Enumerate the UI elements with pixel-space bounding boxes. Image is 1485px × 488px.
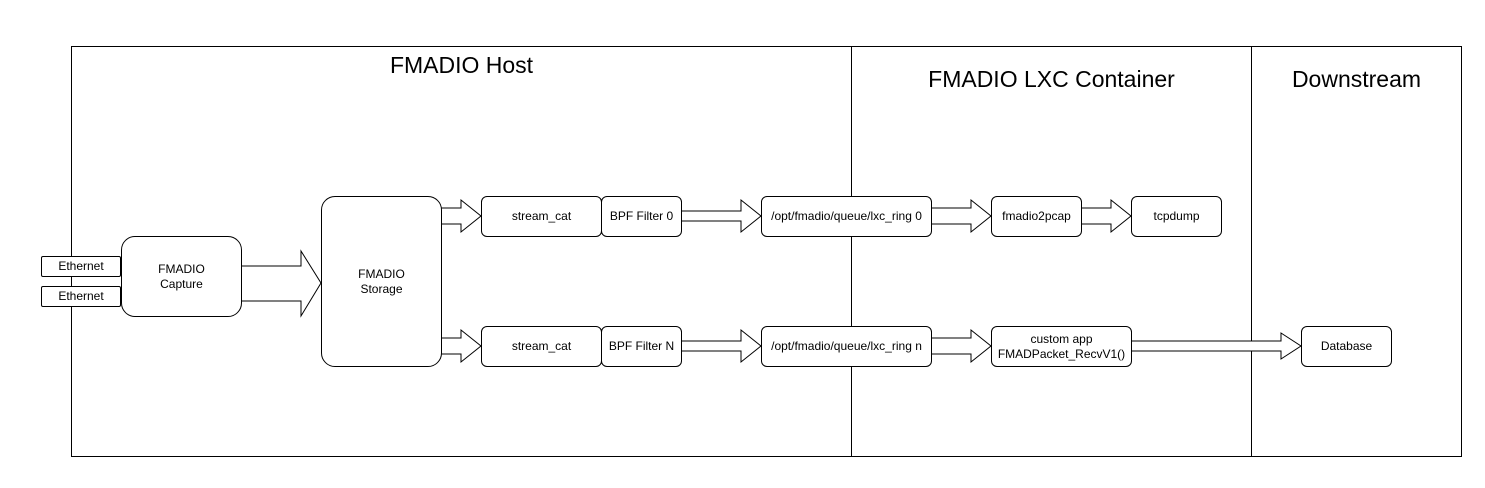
storage-label-line1: FMADIO [358, 266, 405, 281]
ethernet-port-1: Ethernet [41, 256, 121, 277]
custom-app-node: custom app FMADPacket_RecvV1() [991, 326, 1132, 367]
arrow-storage-to-streamcat-bottom [440, 328, 482, 364]
region-lxc-container: FMADIO LXC Container [851, 46, 1252, 457]
bpf-filter-n-label: BPF Filter N [608, 339, 675, 353]
region-fmadio-host: FMADIO Host [71, 46, 852, 457]
capture-label-line1: FMADIO [158, 261, 205, 276]
bpf-filter-0-label: BPF Filter 0 [609, 209, 674, 223]
arrow-customapp-to-database [1130, 332, 1302, 360]
region-title-host: FMADIO Host [389, 52, 534, 78]
bpf-filter-0-node: BPF Filter 0 [601, 196, 682, 237]
fmadio-capture-node: FMADIO Capture [121, 236, 242, 317]
arrow-ring0-to-fmadio2pcap [930, 198, 992, 234]
arrow-bpfn-to-ringn [680, 328, 762, 364]
custom-app-label-line1: custom app [1030, 331, 1093, 346]
bpf-filter-n-node: BPF Filter N [601, 326, 682, 367]
ethernet-port-2: Ethernet [41, 286, 121, 307]
arrow-ringn-to-customapp [930, 328, 992, 364]
arrow-bpf0-to-ring0 [680, 198, 762, 234]
database-label: Database [1320, 339, 1373, 353]
fmadio2pcap-node: fmadio2pcap [991, 196, 1082, 237]
stream-cat-top-node: stream_cat [481, 196, 602, 237]
lxc-ring-n-node: /opt/fmadio/queue/lxc_ring n [761, 326, 932, 367]
lxc-ring-n-label: /opt/fmadio/queue/lxc_ring n [771, 339, 922, 353]
stream-cat-bottom-node: stream_cat [481, 326, 602, 367]
ethernet-port-2-label: Ethernet [58, 289, 104, 303]
region-title-downstream: Downstream [1291, 66, 1422, 92]
lxc-ring-0-label: /opt/fmadio/queue/lxc_ring 0 [771, 209, 922, 223]
tcpdump-label: tcpdump [1153, 209, 1200, 223]
storage-label-line2: Storage [360, 281, 403, 296]
arrow-fmadio2pcap-to-tcpdump [1080, 198, 1132, 234]
database-node: Database [1301, 326, 1392, 367]
fmadio-storage-node: FMADIO Storage [321, 196, 442, 367]
ethernet-port-1-label: Ethernet [58, 259, 104, 273]
arrow-capture-to-storage [240, 249, 322, 318]
tcpdump-node: tcpdump [1131, 196, 1222, 237]
lxc-ring-0-node: /opt/fmadio/queue/lxc_ring 0 [761, 196, 932, 237]
capture-label-line2: Capture [160, 276, 203, 291]
arrow-storage-to-streamcat-top [440, 198, 482, 234]
region-title-lxc: FMADIO LXC Container [928, 66, 1175, 92]
fmadio2pcap-label: fmadio2pcap [1002, 209, 1071, 223]
stream-cat-bottom-label: stream_cat [511, 339, 572, 353]
stream-cat-top-label: stream_cat [511, 209, 572, 223]
region-downstream: Downstream [1251, 46, 1462, 457]
custom-app-label-line2: FMADPacket_RecvV1() [997, 346, 1126, 361]
